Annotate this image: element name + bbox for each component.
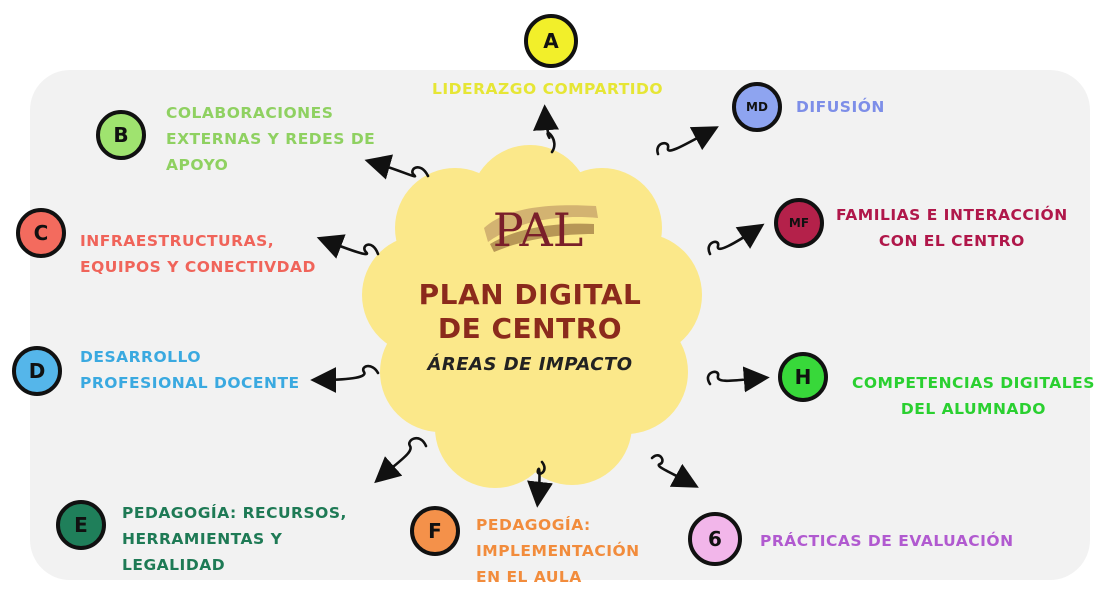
pal-logo: PAL bbox=[484, 203, 598, 257]
label-mf: FAMILIAS E INTERACCIÓN CON EL CENTRO bbox=[836, 206, 1068, 250]
arrow-a bbox=[533, 104, 559, 154]
label-a: LIDERAZGO COMPARTIDO bbox=[432, 80, 664, 98]
logo-text: PAL bbox=[493, 203, 584, 257]
badge-b: B bbox=[96, 110, 146, 160]
label-md: DIFUSIÓN bbox=[796, 98, 885, 116]
label-h: COMPETENCIAS DIGITALES DEL ALUMNADO bbox=[852, 374, 1095, 418]
arrow-b bbox=[364, 154, 430, 180]
arrow-h bbox=[706, 366, 770, 393]
center-subtitle: ÁREAS DE IMPACTO bbox=[427, 354, 633, 375]
arrow-d bbox=[310, 364, 380, 393]
label-g: PRÁCTICAS DE EVALUACIÓN bbox=[760, 532, 1014, 550]
badge-e: E bbox=[56, 500, 106, 550]
badge-a: A bbox=[524, 14, 578, 68]
label-c: INFRAESTRUCTURAS, EQUIPOS Y CONECTIVDAD bbox=[80, 232, 316, 276]
label-d: DESARROLLO PROFESIONAL DOCENTE bbox=[80, 348, 300, 392]
badge-h: H bbox=[778, 352, 828, 402]
arrow-f bbox=[527, 460, 553, 508]
badge-g: 6 bbox=[688, 512, 742, 566]
badge-md: MD bbox=[732, 82, 782, 132]
badge-mf: MF bbox=[774, 198, 824, 248]
arrow-md bbox=[656, 126, 719, 156]
arrow-mf bbox=[707, 223, 765, 256]
badge-f: F bbox=[410, 506, 460, 556]
label-b: COLABORACIONES EXTERNAS Y REDES DE APOYO bbox=[166, 104, 376, 174]
arrow-g bbox=[650, 454, 699, 488]
label-f: PEDAGOGÍA: IMPLEMENTACIÓN EN EL AULA bbox=[476, 516, 640, 586]
arrow-c bbox=[316, 234, 380, 259]
label-e: PEDAGOGÍA: RECURSOS, HERRAMIENTAS Y LEGA… bbox=[122, 504, 347, 574]
center-title: PLAN DIGITAL DE CENTRO bbox=[418, 278, 642, 345]
arrow-e bbox=[374, 436, 428, 484]
badge-c: C bbox=[16, 208, 66, 258]
badge-d: D bbox=[12, 346, 62, 396]
